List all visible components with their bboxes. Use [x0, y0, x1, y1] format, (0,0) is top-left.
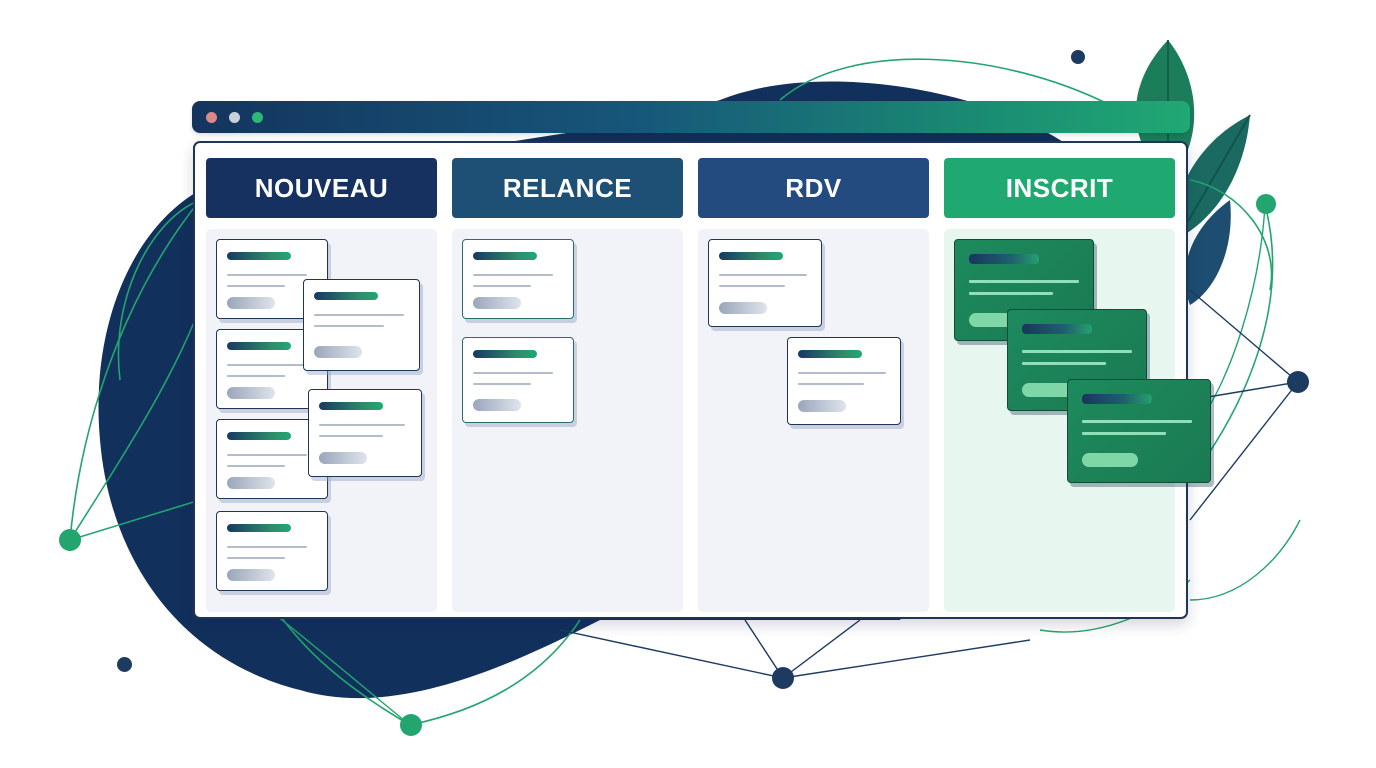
- card-tag: [1082, 453, 1138, 467]
- card-line: [798, 383, 864, 385]
- card-title-bar: [227, 342, 291, 350]
- network-node-icon: [400, 714, 422, 736]
- card-title-bar: [1022, 324, 1092, 334]
- column-title: RELANCE: [502, 172, 633, 203]
- lead-card-dragging[interactable]: [303, 279, 420, 371]
- card-line: [473, 274, 553, 276]
- card-line: [1022, 350, 1132, 353]
- lead-card[interactable]: [462, 337, 574, 423]
- column-header-nouveau[interactable]: NOUVEAU: [206, 158, 437, 218]
- network-node-icon: [1071, 50, 1085, 64]
- lead-card[interactable]: [462, 239, 574, 319]
- maximize-dot[interactable]: [252, 112, 263, 123]
- column-title: NOUVEAU: [254, 172, 389, 203]
- card-tag: [227, 569, 275, 581]
- column-header-inscrit[interactable]: INSCRIT: [944, 158, 1175, 218]
- card-line: [473, 285, 531, 287]
- network-node-icon: [1256, 194, 1276, 214]
- card-line: [227, 557, 285, 559]
- column-title: RDV: [785, 172, 842, 203]
- column-relance: [452, 229, 683, 612]
- lead-card[interactable]: [216, 511, 328, 591]
- column-rdv: [698, 229, 929, 612]
- card-line: [719, 274, 807, 276]
- column-title: INSCRIT: [1005, 172, 1114, 203]
- card-line: [1082, 432, 1166, 435]
- card-title-bar: [314, 292, 378, 300]
- card-line: [314, 314, 404, 316]
- card-line: [798, 372, 886, 374]
- card-line: [1022, 362, 1106, 365]
- card-line: [227, 465, 285, 467]
- card-title-bar: [227, 524, 291, 532]
- card-line: [969, 280, 1079, 283]
- card-line: [227, 375, 285, 377]
- card-title-bar: [719, 252, 783, 260]
- card-line: [473, 372, 553, 374]
- column-inscrit: [944, 229, 1211, 612]
- network-node-icon: [1287, 371, 1309, 393]
- card-title-bar: [319, 402, 383, 410]
- column-header-rdv[interactable]: RDV: [698, 158, 929, 218]
- card-line: [969, 292, 1053, 295]
- network-node-icon: [772, 667, 794, 689]
- card-tag: [719, 302, 767, 314]
- lead-card[interactable]: [708, 239, 822, 327]
- card-title-bar: [969, 254, 1039, 264]
- lead-card-dragging[interactable]: [787, 337, 901, 425]
- close-dot[interactable]: [206, 112, 217, 123]
- card-tag: [227, 297, 275, 309]
- card-tag: [473, 399, 521, 411]
- card-line: [227, 285, 285, 287]
- window-titlebar[interactable]: [192, 101, 1190, 133]
- card-tag: [227, 477, 275, 489]
- card-tag: [227, 387, 275, 399]
- card-line: [227, 364, 307, 366]
- card-line: [319, 424, 405, 426]
- card-title-bar: [473, 252, 537, 260]
- card-tag: [319, 452, 367, 464]
- kanban-board: NOUVEAU: [193, 141, 1211, 619]
- card-title-bar: [473, 350, 537, 358]
- column-nouveau: [206, 229, 437, 612]
- network-node-icon: [59, 529, 81, 551]
- card-tag: [473, 297, 521, 309]
- network-lines: [69, 58, 1301, 726]
- card-line: [314, 325, 384, 327]
- minimize-dot[interactable]: [229, 112, 240, 123]
- enrolled-card-dragging[interactable]: [1067, 379, 1211, 483]
- card-title-bar: [798, 350, 862, 358]
- card-line: [227, 546, 307, 548]
- card-line: [473, 383, 531, 385]
- card-tag: [314, 346, 362, 358]
- card-title-bar: [227, 252, 291, 260]
- network-node-icon: [117, 657, 132, 672]
- card-line: [719, 285, 785, 287]
- card-line: [319, 435, 383, 437]
- card-tag: [1022, 383, 1078, 397]
- column-header-relance[interactable]: RELANCE: [452, 158, 683, 218]
- card-title-bar: [1082, 394, 1152, 404]
- card-tag: [798, 400, 846, 412]
- card-line: [227, 454, 307, 456]
- lead-card-dragging[interactable]: [308, 389, 422, 477]
- card-title-bar: [227, 432, 291, 440]
- card-line: [227, 274, 307, 276]
- card-line: [1082, 420, 1192, 423]
